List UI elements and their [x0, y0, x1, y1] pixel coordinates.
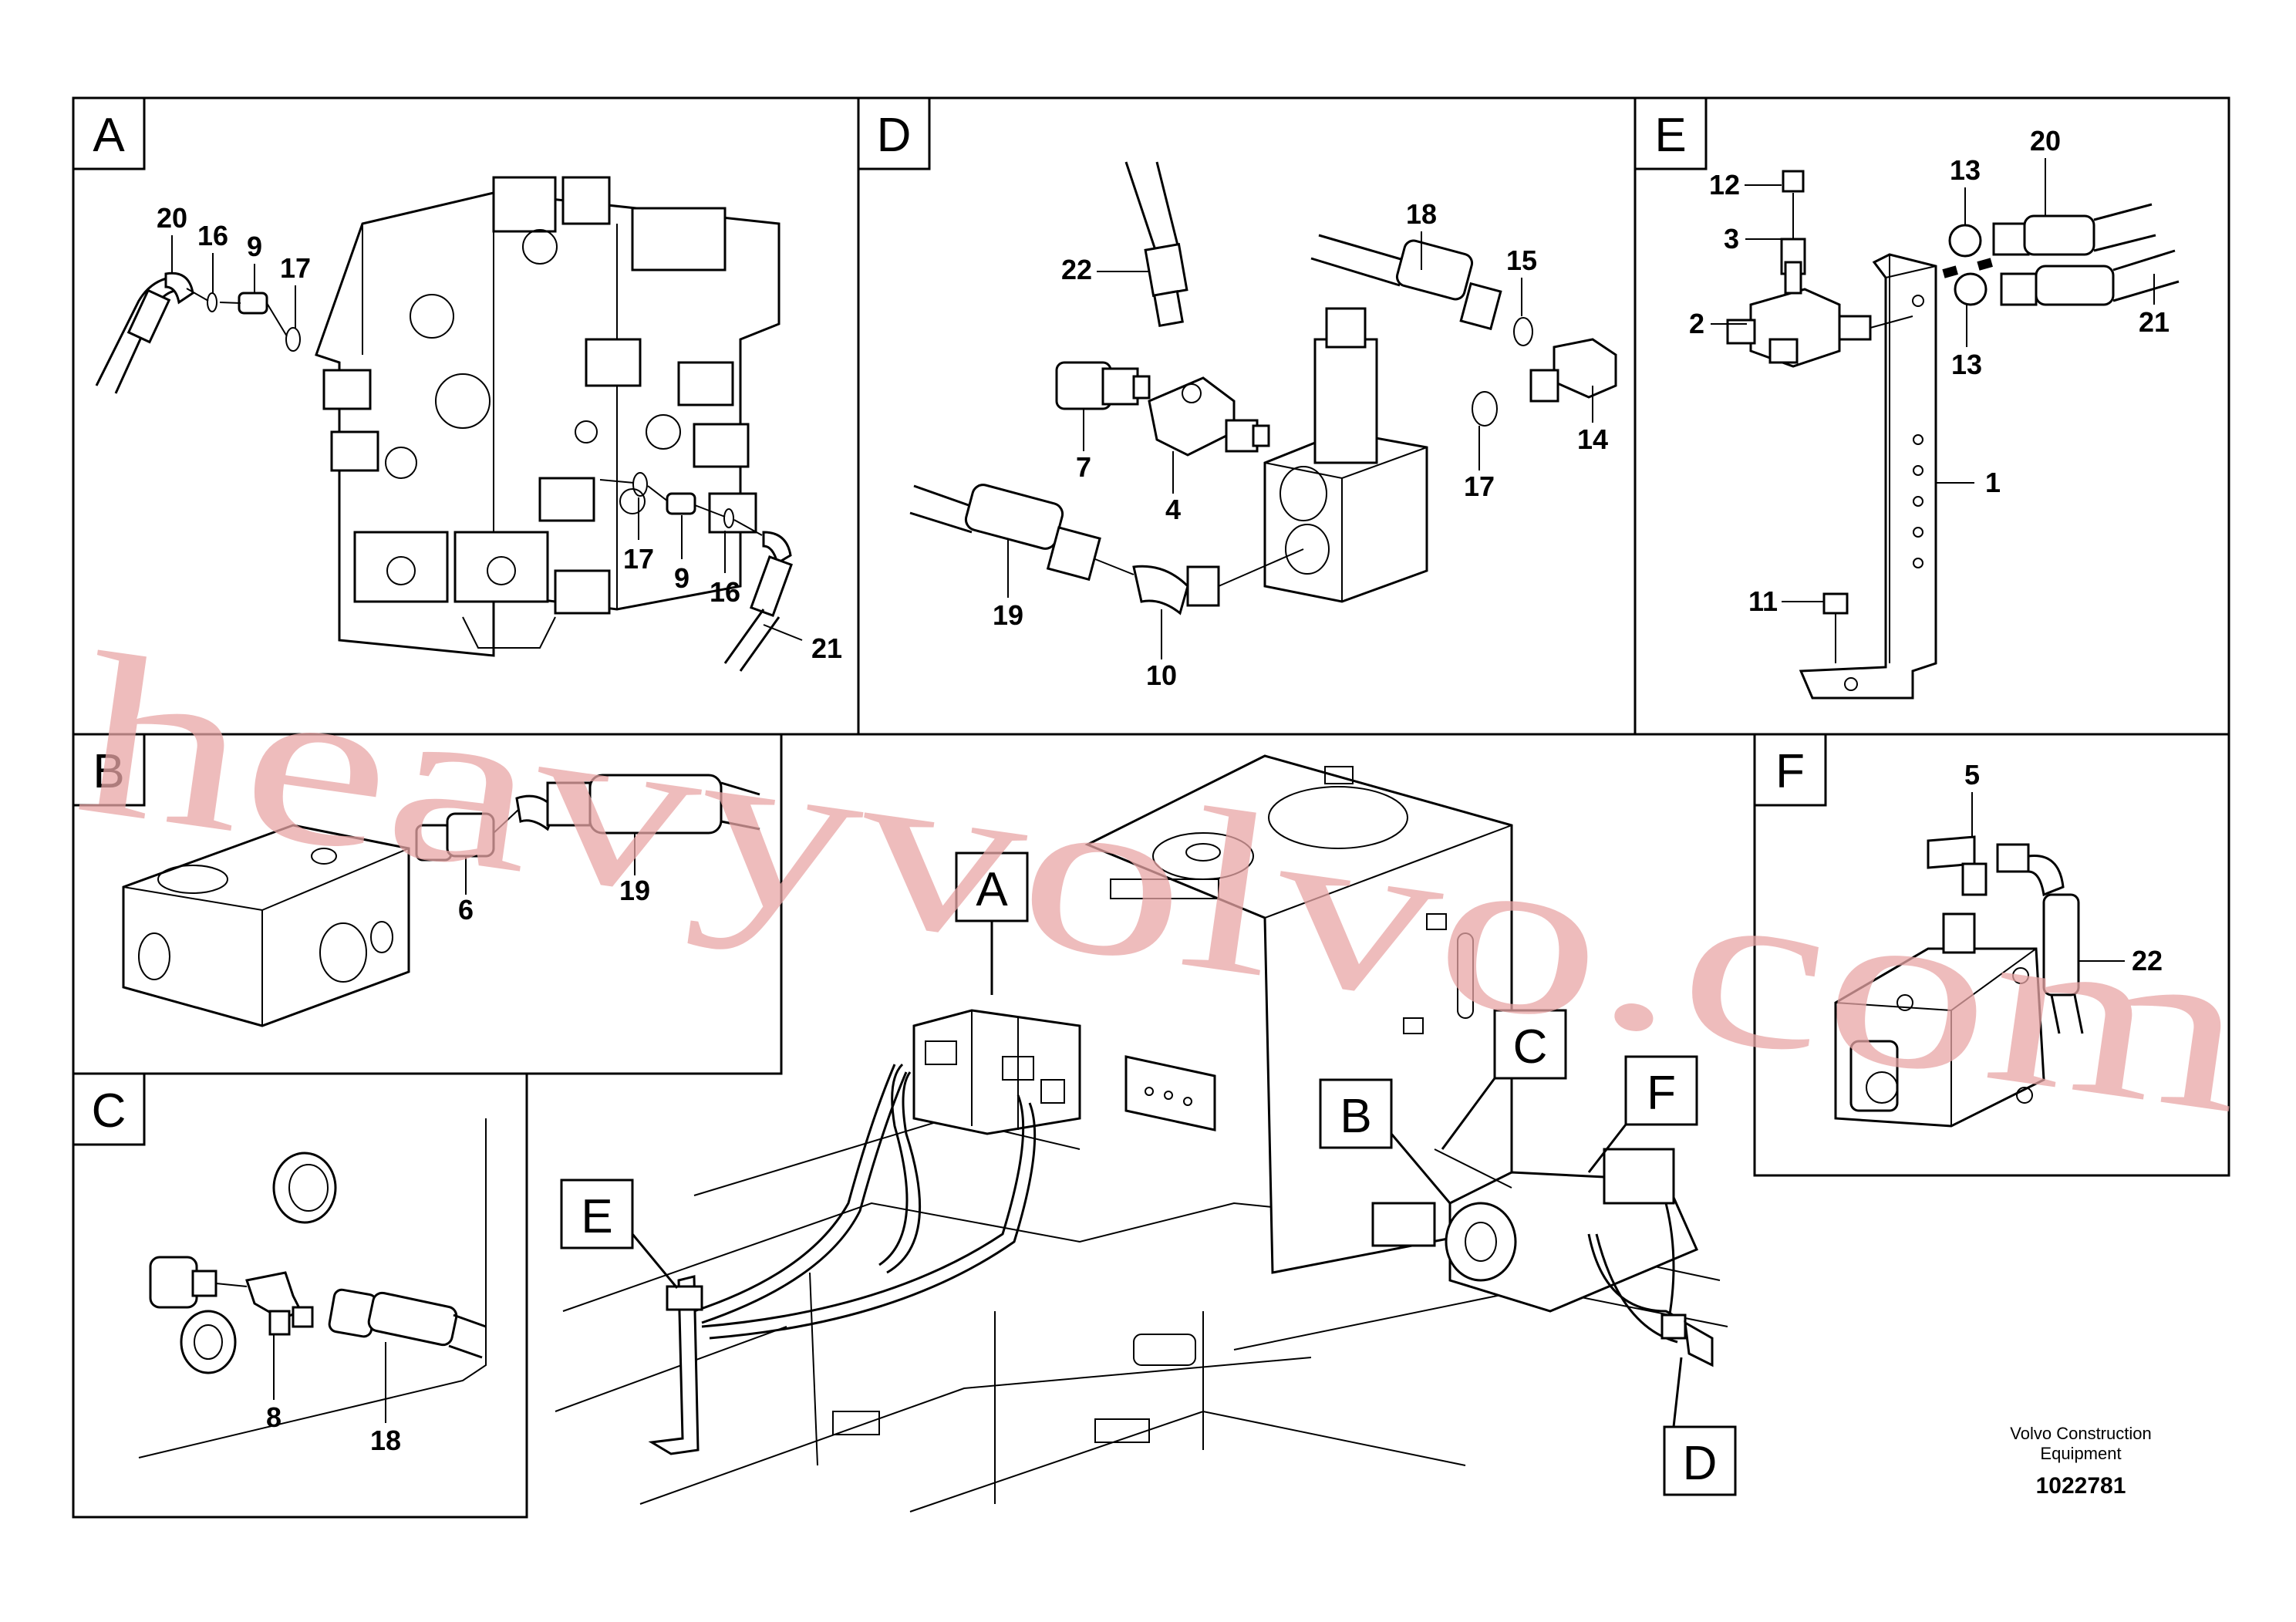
pump-f-drawing: [1834, 835, 2084, 1128]
panel-a-letter: A: [93, 109, 125, 162]
callout-17: 17: [280, 252, 311, 284]
callout-9: 9: [247, 231, 262, 262]
callout-20e: 20: [2030, 125, 2061, 157]
callout-5: 5: [1964, 759, 1980, 791]
hose-22-drawing: [1124, 161, 1188, 328]
control-valve-drawing: [315, 176, 781, 657]
panel-a-callouts: 20 16 9 17 17 9 16 21: [157, 202, 842, 664]
panel-c-callouts: 8 18: [266, 1334, 401, 1456]
panel-e-callouts: 12 20 13 3 2 13 21 1 11: [1689, 125, 2170, 617]
callout-21: 21: [811, 632, 842, 664]
overview-labels: A E B C F D: [560, 851, 1737, 1496]
callout-12: 12: [1709, 169, 1740, 201]
callout-16: 16: [197, 220, 228, 251]
overview-label-d: D: [1683, 1437, 1718, 1490]
overview-label-a: A: [976, 863, 1008, 916]
panel-b: B 6 19: [72, 733, 783, 1075]
tee-4-drawing: [1055, 361, 1270, 457]
callout-14: 14: [1577, 423, 1608, 455]
hose-20-assembly: [95, 271, 301, 394]
panel-d-letter: D: [877, 109, 912, 162]
callout-18c: 18: [370, 1425, 401, 1456]
panel-f: F 5 22: [1753, 733, 2230, 1177]
callout-19: 19: [993, 599, 1023, 631]
panel-c: C 8 18: [72, 1072, 528, 1519]
callout-3: 3: [1724, 223, 1739, 255]
callout-20: 20: [157, 202, 187, 234]
callout-15: 15: [1506, 244, 1537, 276]
drawing-number: 1022781: [2036, 1473, 2126, 1499]
panel-f-callouts: 5 22: [1964, 759, 2163, 976]
callout-19b: 19: [619, 875, 650, 906]
callout-16b: 16: [710, 576, 740, 608]
hoses-20-21-drawing: [1942, 203, 2180, 306]
callout-11: 11: [1748, 585, 1778, 617]
overview-label-c: C: [1513, 1020, 1548, 1074]
hose-18-drawing: [1310, 234, 1617, 427]
overview-drawing: [555, 754, 1728, 1512]
block-b-drawing: [122, 774, 760, 1027]
callout-17b: 17: [623, 543, 654, 575]
panel-b-letter: B: [93, 745, 124, 798]
overview-label-b: B: [1340, 1090, 1371, 1143]
relief-valve-drawing: [1263, 307, 1428, 603]
panel-b-callouts: 6 19: [458, 833, 650, 926]
callout-9b: 9: [674, 562, 689, 594]
company-line-2: Equipment: [2040, 1444, 2121, 1463]
callout-8: 8: [266, 1401, 282, 1433]
panel-d-callouts: 22 18 15 7 4 17 14 19 10: [993, 198, 1608, 691]
hose-21-assembly: [599, 472, 793, 672]
fitting-c-drawing: [138, 1118, 487, 1458]
callout-1: 1: [1985, 467, 2001, 498]
callout-21e: 21: [2139, 306, 2170, 338]
hose-19-drawing: [909, 484, 1304, 615]
bolt-11-drawing: [1822, 592, 1849, 663]
callout-6: 6: [458, 894, 474, 926]
panel-e-letter: E: [1654, 109, 1686, 162]
callout-13b: 13: [1951, 349, 1982, 380]
callout-22: 22: [1061, 254, 1092, 285]
fitting-2-drawing: [1726, 170, 1913, 368]
bracket-1-drawing: [1799, 253, 1937, 700]
footer: Volvo Construction Equipment 1022781: [2010, 1424, 2151, 1499]
callout-10: 10: [1146, 659, 1177, 691]
panel-f-letter: F: [1775, 745, 1805, 798]
panel-c-letter: C: [92, 1084, 126, 1138]
callout-17d: 17: [1464, 470, 1495, 502]
overview-label-e: E: [581, 1190, 612, 1243]
callout-2: 2: [1689, 308, 1704, 339]
callout-7: 7: [1076, 451, 1091, 483]
callout-4: 4: [1165, 494, 1181, 525]
company-line-1: Volvo Construction: [2010, 1424, 2151, 1443]
callout-18: 18: [1406, 198, 1437, 230]
callout-22f: 22: [2132, 945, 2163, 976]
callout-13a: 13: [1950, 154, 1981, 186]
panel-e: E: [1633, 96, 2230, 736]
panel-a: A: [72, 96, 860, 736]
overview-label-f: F: [1647, 1067, 1676, 1120]
panel-d: D: [857, 96, 1637, 736]
